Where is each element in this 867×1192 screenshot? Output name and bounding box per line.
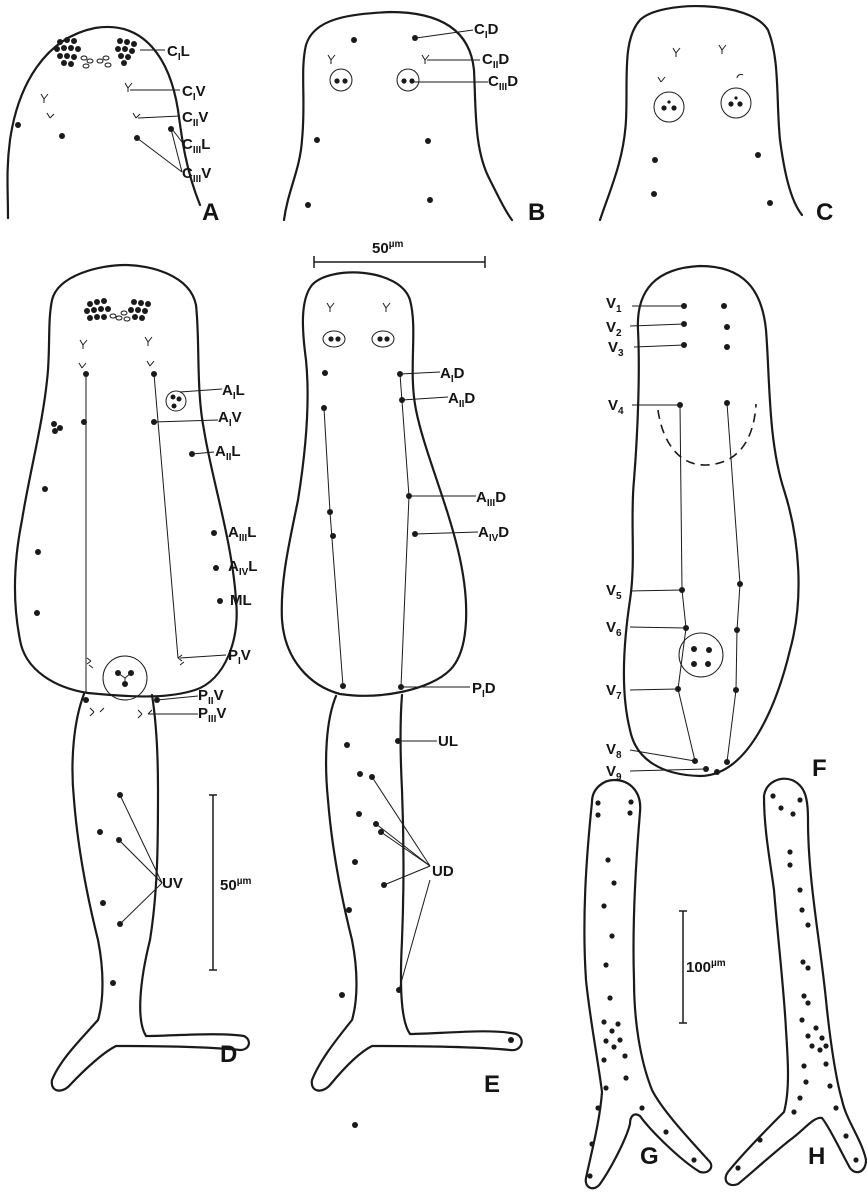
svg-text:CIIIV: CIIIV — [182, 165, 211, 185]
label-d-aii-l: AIIL — [215, 443, 241, 463]
panel-g: G — [584, 780, 711, 1188]
label-f-v3: V3 — [608, 339, 624, 359]
label-f-v1: V1 — [606, 295, 622, 315]
panel-letter-g: G — [640, 1143, 659, 1170]
panel-c: C — [600, 6, 833, 226]
label-a-ciii-l: CIIIL — [182, 136, 210, 156]
svg-text:CID: CID — [474, 21, 499, 41]
label-e-aii-d: AIID — [448, 390, 475, 410]
svg-text:CIID: CIID — [482, 51, 509, 71]
label-f-v4: V4 — [608, 397, 624, 417]
scale-bar-middle: 50µm — [209, 795, 251, 970]
panel-a: CIL CIV CIIV CIIIL CIIIV A — [8, 27, 220, 226]
scale-bar-top: 50µm — [314, 239, 485, 268]
svg-text:V4: V4 — [608, 397, 624, 417]
svg-text:PID: PID — [472, 680, 496, 700]
label-d-piii-v: PIIIV — [198, 705, 226, 725]
svg-text:AID: AID — [440, 365, 465, 385]
label-d-ai-v: AIV — [218, 409, 242, 429]
label-f-v8: V8 — [606, 741, 622, 761]
label-f-v2: V2 — [606, 319, 622, 339]
panel-letter-c: C — [816, 199, 833, 226]
svg-text:AIID: AIID — [448, 390, 475, 410]
panel-e: AID AIID AIIID AIVD PID UL UD E — [282, 272, 522, 1128]
svg-text:V1: V1 — [606, 295, 622, 315]
label-a-cii-v: CIIV — [182, 109, 208, 129]
label-f-v5: V5 — [606, 582, 622, 602]
svg-text:100µm: 100µm — [686, 958, 726, 976]
svg-text:AIV: AIV — [218, 409, 242, 429]
label-d-pi-v: PIV — [228, 647, 251, 667]
panel-d-sensilla-cluster — [84, 298, 151, 321]
label-e-ai-d: AID — [440, 365, 465, 385]
svg-text:V7: V7 — [606, 682, 622, 702]
panel-h: H — [726, 779, 866, 1185]
label-a-ci-l: CIL — [167, 43, 190, 63]
label-e-ul: UL — [438, 733, 458, 750]
label-a-ciii-v: CIIIV — [182, 165, 211, 185]
panel-d: AIL AIV AIIL AIIIL AIVL ML PIV PIIV PIII… — [15, 265, 258, 1091]
svg-text:AIIIL: AIIIL — [228, 524, 256, 544]
svg-text:V2: V2 — [606, 319, 622, 339]
panel-letter-h: H — [808, 1143, 825, 1170]
label-d-uv: UV — [162, 875, 183, 892]
label-e-ud: UD — [432, 863, 454, 880]
label-e-aiv-d: AIVD — [478, 524, 509, 544]
label-e-pi-d: PID — [472, 680, 496, 700]
label-d-pii-v: PIIV — [198, 687, 224, 707]
label-b-cii-d: CIID — [482, 51, 509, 71]
label-b-ciii-d: CIIID — [488, 73, 518, 93]
svg-text:AIL: AIL — [222, 382, 245, 402]
label-b-ci-d: CID — [474, 21, 499, 41]
panel-letter-f: F — [812, 755, 827, 782]
svg-text:V5: V5 — [606, 582, 622, 602]
svg-text:V3: V3 — [608, 339, 624, 359]
svg-text:AIIL: AIIL — [215, 443, 241, 463]
svg-text:50µm: 50µm — [372, 239, 403, 257]
svg-text:CIV: CIV — [182, 83, 206, 103]
label-a-ci-v: CIV — [182, 83, 206, 103]
svg-text:ML: ML — [230, 592, 252, 609]
label-f-v7: V7 — [606, 682, 622, 702]
panel-a-sensilla-cluster — [54, 37, 137, 68]
svg-text:V6: V6 — [606, 619, 622, 639]
label-f-v6: V6 — [606, 619, 622, 639]
panel-letter-e: E — [484, 1071, 500, 1098]
svg-text:CIIIL: CIIIL — [182, 136, 210, 156]
panel-f: V1 V2 V3 V4 V5 V6 V7 V8 V9 F — [606, 266, 827, 783]
svg-text:PIIIV: PIIIV — [198, 705, 226, 725]
label-e-aiii-d: AIIID — [476, 489, 506, 509]
svg-text:CIL: CIL — [167, 43, 190, 63]
svg-text:AIVD: AIVD — [478, 524, 509, 544]
panel-letter-a: A — [202, 199, 219, 226]
svg-text:CIIV: CIIV — [182, 109, 208, 129]
svg-text:V8: V8 — [606, 741, 622, 761]
svg-text:PIV: PIV — [228, 647, 251, 667]
svg-text:AIIID: AIIID — [476, 489, 506, 509]
label-d-ml: ML — [230, 592, 252, 609]
panel-b: CID CIID CIIID B — [284, 12, 545, 226]
svg-text:50µm: 50µm — [220, 876, 251, 894]
svg-text:CIIID: CIIID — [488, 73, 518, 93]
label-d-aiii-l: AIIIL — [228, 524, 256, 544]
svg-text:PIIV: PIIV — [198, 687, 224, 707]
panel-letter-d: D — [220, 1041, 237, 1068]
scale-bar-bottom: 100µm — [679, 911, 726, 1023]
panel-letter-b: B — [528, 199, 545, 226]
label-d-ai-l: AIL — [222, 382, 245, 402]
